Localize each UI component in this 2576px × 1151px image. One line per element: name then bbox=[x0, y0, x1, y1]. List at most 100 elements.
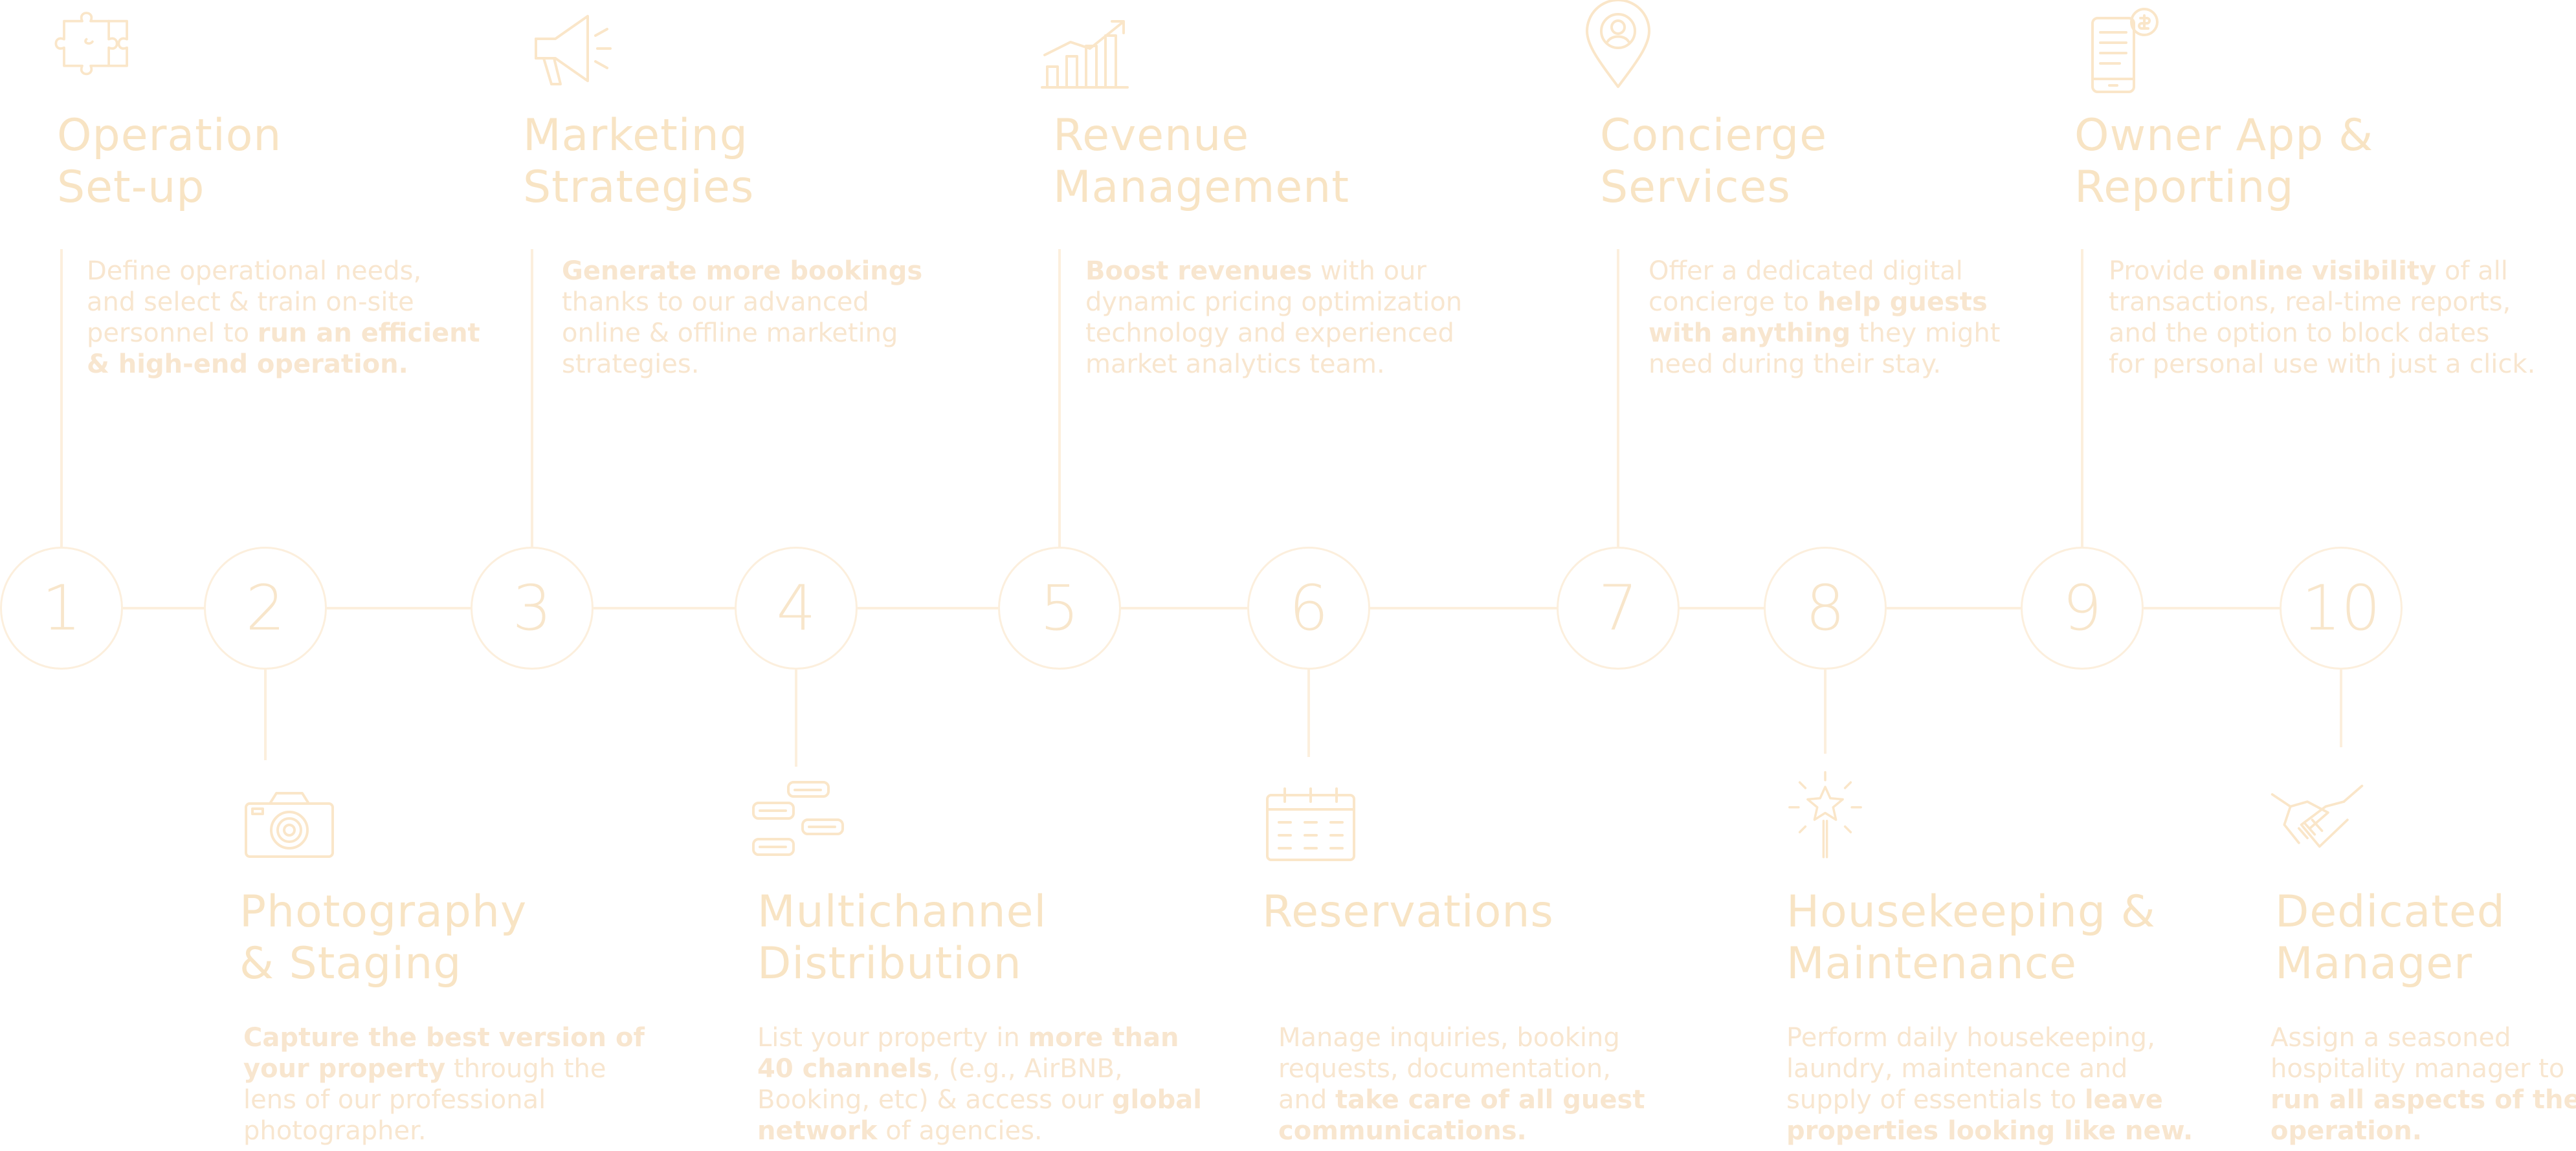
description-line: & high-end operation. bbox=[87, 349, 480, 380]
description-line: photographer. bbox=[243, 1115, 645, 1146]
description-line: operation. bbox=[2271, 1115, 2576, 1146]
description-line: personnel to run an efficient bbox=[87, 318, 480, 349]
step-title-line: Concierge bbox=[1600, 110, 1828, 161]
step-title: Housekeeping &Maintenance bbox=[1786, 886, 2156, 990]
description-line: concierge to help guests bbox=[1649, 287, 2000, 318]
step-number-circle-2: 2 bbox=[204, 547, 327, 670]
description-line: Perform daily housekeeping, bbox=[1786, 1022, 2193, 1053]
description-text: Perform daily housekeeping, bbox=[1786, 1023, 2155, 1053]
description-text: transactions, real-time reports, bbox=[2109, 287, 2511, 317]
description-line: market analytics team. bbox=[1085, 349, 1462, 380]
description-line: your property through the bbox=[243, 1053, 645, 1084]
step-number: 8 bbox=[1805, 572, 1845, 644]
step-title-line: Multichannel bbox=[757, 886, 1047, 937]
description-line: with anything they might bbox=[1649, 318, 2000, 349]
calendar-icon bbox=[1262, 780, 1359, 870]
step-title-line: Reporting bbox=[2074, 162, 2294, 213]
description-line: Offer a dedicated digital bbox=[1649, 256, 2000, 287]
chat-bubbles-icon bbox=[749, 776, 847, 867]
step-description: Define operational needs,and select & tr… bbox=[87, 256, 480, 380]
step-number-circle-6: 6 bbox=[1247, 547, 1370, 670]
description-emphasis: with anything bbox=[1649, 318, 1851, 348]
location-pin-icon bbox=[1570, 0, 1667, 91]
description-text: Assign a seasoned bbox=[2271, 1023, 2511, 1053]
description-line: 40 channels, (e.g., AirBNB, bbox=[757, 1053, 1202, 1084]
step-number-circle-9: 9 bbox=[2021, 547, 2144, 670]
description-text: hospitality manager to bbox=[2271, 1054, 2565, 1084]
step-number: 4 bbox=[776, 572, 816, 644]
step-title-line: Distribution bbox=[757, 938, 1022, 989]
description-text: and the option to block dates bbox=[2109, 318, 2490, 348]
description-text: technology and experienced bbox=[1085, 318, 1454, 348]
description-text: Booking, etc) & access our bbox=[757, 1085, 1112, 1115]
description-emphasis: network bbox=[757, 1116, 878, 1146]
description-line: Provide online visibility of all bbox=[2109, 256, 2535, 287]
description-text: dynamic pricing optimization bbox=[1085, 287, 1463, 317]
description-line: transactions, real-time reports, bbox=[2109, 287, 2535, 318]
description-emphasis: properties looking like new. bbox=[1786, 1116, 2193, 1146]
description-emphasis: leave bbox=[2084, 1085, 2163, 1115]
description-line: Manage inquiries, booking bbox=[1278, 1022, 1645, 1053]
step-description: Perform daily housekeeping,laundry, main… bbox=[1786, 1022, 2193, 1146]
step-title-line: Manager bbox=[2275, 938, 2473, 989]
magic-wand-star-icon bbox=[1777, 770, 1874, 861]
description-text: thanks to our advanced bbox=[562, 287, 869, 317]
description-line: run all aspects of the bbox=[2271, 1084, 2576, 1115]
description-line: supply of essentials to leave bbox=[1786, 1084, 2193, 1115]
step-number-circle-5: 5 bbox=[998, 547, 1121, 670]
step-title-line: Maintenance bbox=[1786, 938, 2077, 989]
camera-icon bbox=[241, 780, 338, 870]
step-title-line: Strategies bbox=[523, 162, 755, 213]
description-line: Booking, etc) & access our global bbox=[757, 1084, 1202, 1115]
step-title-line: & Staging bbox=[239, 938, 462, 989]
description-line: hospitality manager to bbox=[2271, 1053, 2576, 1084]
description-text: List your property in bbox=[757, 1023, 1028, 1053]
step-title: Owner App &Reporting bbox=[2074, 110, 2373, 214]
puzzle-icon bbox=[52, 0, 149, 91]
description-line: dynamic pricing optimization bbox=[1085, 287, 1462, 318]
description-text: Offer a dedicated digital bbox=[1649, 256, 1963, 286]
step-title: Reservations bbox=[1262, 886, 1554, 938]
description-text: market analytics team. bbox=[1085, 349, 1385, 379]
step-title-line: Revenue bbox=[1053, 110, 1250, 161]
step-number: 5 bbox=[1039, 572, 1080, 644]
description-emphasis: Capture the best version of bbox=[243, 1023, 645, 1053]
description-text: and bbox=[1278, 1085, 1335, 1115]
description-emphasis: 40 channels bbox=[757, 1054, 933, 1084]
description-line: and the option to block dates bbox=[2109, 318, 2535, 349]
description-emphasis: online visibility bbox=[2212, 256, 2437, 286]
description-line: Generate more bookings bbox=[562, 256, 922, 287]
step-number: 1 bbox=[41, 572, 82, 644]
description-line: need during their stay. bbox=[1649, 349, 2000, 380]
description-emphasis: operation. bbox=[2271, 1116, 2422, 1146]
description-text: requests, documentation, bbox=[1278, 1054, 1611, 1084]
step-number-circle-7: 7 bbox=[1557, 547, 1680, 670]
step-title: Photography& Staging bbox=[239, 886, 527, 990]
step-title-line: Set-up bbox=[57, 162, 205, 213]
description-text: supply of essentials to bbox=[1786, 1085, 2085, 1115]
description-text: need during their stay. bbox=[1649, 349, 1942, 379]
step-title-line: Marketing bbox=[523, 110, 748, 161]
description-emphasis: run an efficient bbox=[257, 318, 480, 348]
step-number: 9 bbox=[2062, 572, 2102, 644]
description-text: Provide bbox=[2109, 256, 2213, 286]
description-line: properties looking like new. bbox=[1786, 1115, 2193, 1146]
step-number-circle-8: 8 bbox=[1764, 547, 1887, 670]
description-line: List your property in more than bbox=[757, 1022, 1202, 1053]
megaphone-icon bbox=[523, 6, 620, 97]
step-title-line: Owner App & bbox=[2074, 110, 2374, 161]
description-text: personnel to bbox=[87, 318, 258, 348]
step-title-line: Dedicated bbox=[2275, 886, 2505, 937]
description-line: laundry, maintenance and bbox=[1786, 1053, 2193, 1084]
